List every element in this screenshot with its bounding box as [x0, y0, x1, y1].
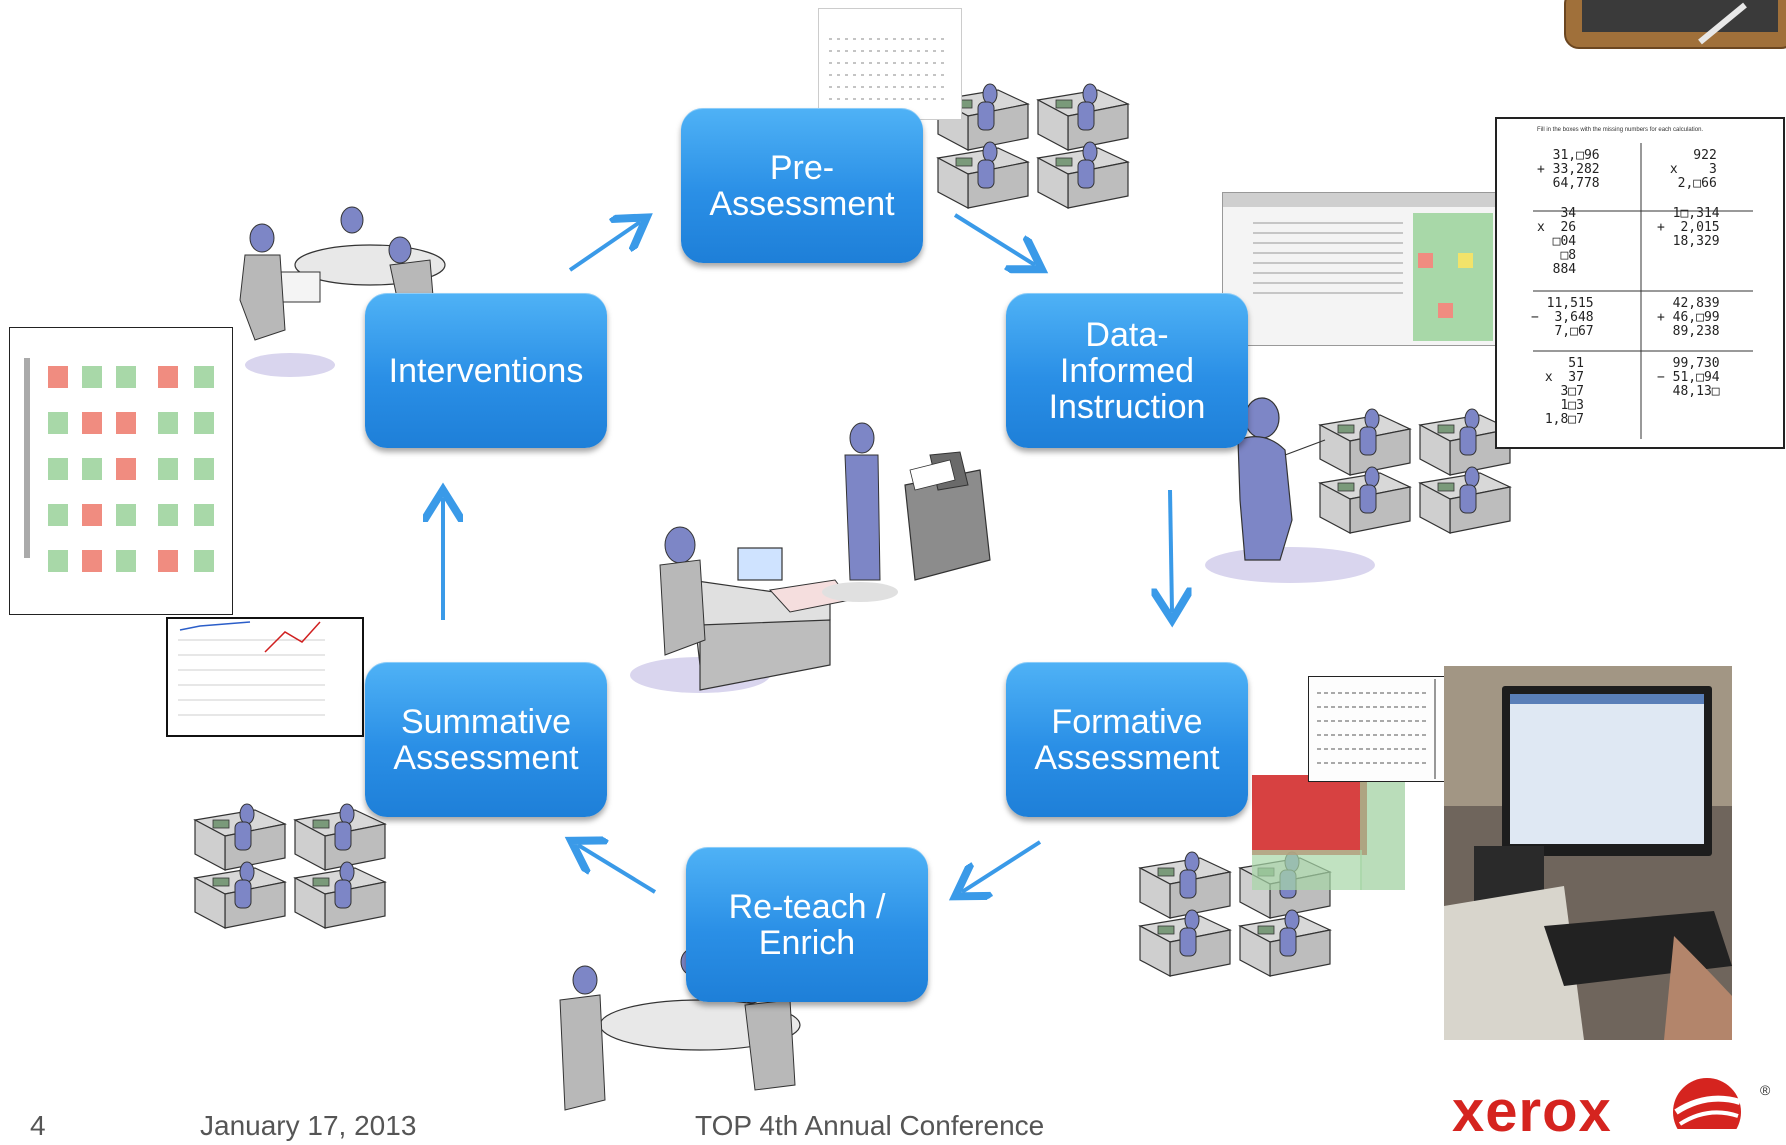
xerox-sphere-icon: [1673, 1078, 1741, 1129]
formative-assessment-box: Formative Assessment: [1006, 662, 1248, 817]
chalkboard-icon: [1564, 0, 1786, 49]
math-worksheet: Fill in the boxes with the missing numbe…: [1495, 117, 1785, 449]
math-problem: 1□,314 + 2,015 18,329: [1657, 206, 1720, 249]
arrow-to-summative: [578, 845, 657, 894]
pre-assessment-box: Pre- Assessment: [681, 108, 923, 263]
formative-assessment-label: Formative Assessment: [1034, 702, 1220, 777]
reading-screenshot-image: [1223, 193, 1499, 341]
data-informed-instruction-label: Data- Informed Instruction: [1048, 315, 1206, 426]
flashcard-sheet: [9, 327, 233, 615]
math-worksheet-instruction: Fill in the boxes with the missing numbe…: [1537, 127, 1704, 133]
intervention-group-table: [239, 206, 446, 377]
reteach-group-table: [559, 948, 801, 1111]
interventions-label: Interventions: [388, 351, 584, 390]
flashcard-grid-image: [24, 358, 214, 572]
summative-assessment-label: Summative Assessment: [393, 702, 579, 777]
photo-rendering: [1444, 666, 1732, 1040]
xerox-logo: xerox: [1452, 1079, 1612, 1144]
math-worksheet-grid: [1533, 143, 1753, 439]
score-line-chart: [166, 617, 364, 737]
footer-conference: TOP 4th Annual Conference: [695, 1110, 1045, 1141]
score-table-image: [1317, 679, 1436, 779]
arrow-to-pre-assessment: [568, 222, 640, 272]
math-problem: 99,730 − 51,□94 48,13□: [1657, 356, 1720, 399]
arrow-to-data-informed: [953, 213, 1035, 265]
flashcard-cells: [48, 366, 214, 572]
math-problem: 42,839 + 46,□99 89,238: [1657, 296, 1720, 339]
registered-mark: ®: [1760, 1082, 1771, 1098]
math-problem: 11,515 − 3,648 7,□67: [1531, 296, 1594, 339]
summative-assessment-box: Summative Assessment: [365, 662, 607, 817]
arrow-to-formative: [1170, 489, 1172, 612]
students-data-informed: [1320, 409, 1510, 533]
students-summative: [195, 804, 385, 928]
data-informed-instruction-box: Data- Informed Instruction: [1006, 293, 1248, 448]
reading-screenshot: [1222, 192, 1500, 346]
heatmap-grid: [1252, 775, 1405, 890]
students-pre-assessment: [938, 84, 1128, 208]
pre-assessment-label: Pre- Assessment: [709, 148, 895, 223]
footer-date: January 17, 2013: [200, 1110, 417, 1141]
reteach-enrich-box: Re-teach / Enrich: [686, 847, 928, 1002]
reteach-enrich-label: Re-teach / Enrich: [728, 887, 886, 962]
interventions-box: Interventions: [365, 293, 607, 448]
copier: [822, 422, 991, 602]
student-computer-photo: [1444, 666, 1732, 1040]
math-problem: 922 x 3 2,□66: [1669, 148, 1717, 191]
worksheet-lines-image: [829, 38, 949, 100]
math-problem: 51 x 37 3□7 1□3 1,8□7: [1544, 356, 1584, 427]
arrow-to-reteach: [962, 840, 1042, 892]
page-number: 4: [30, 1110, 46, 1141]
math-problem: 34 x 26 □04 □8 884: [1537, 206, 1577, 277]
pre-assessment-worksheet: [818, 8, 962, 120]
math-problem: 31,□96 + 33,282 64,778: [1537, 148, 1600, 191]
teacher-figure: [1205, 397, 1375, 583]
teacher-at-computer: [630, 526, 851, 693]
